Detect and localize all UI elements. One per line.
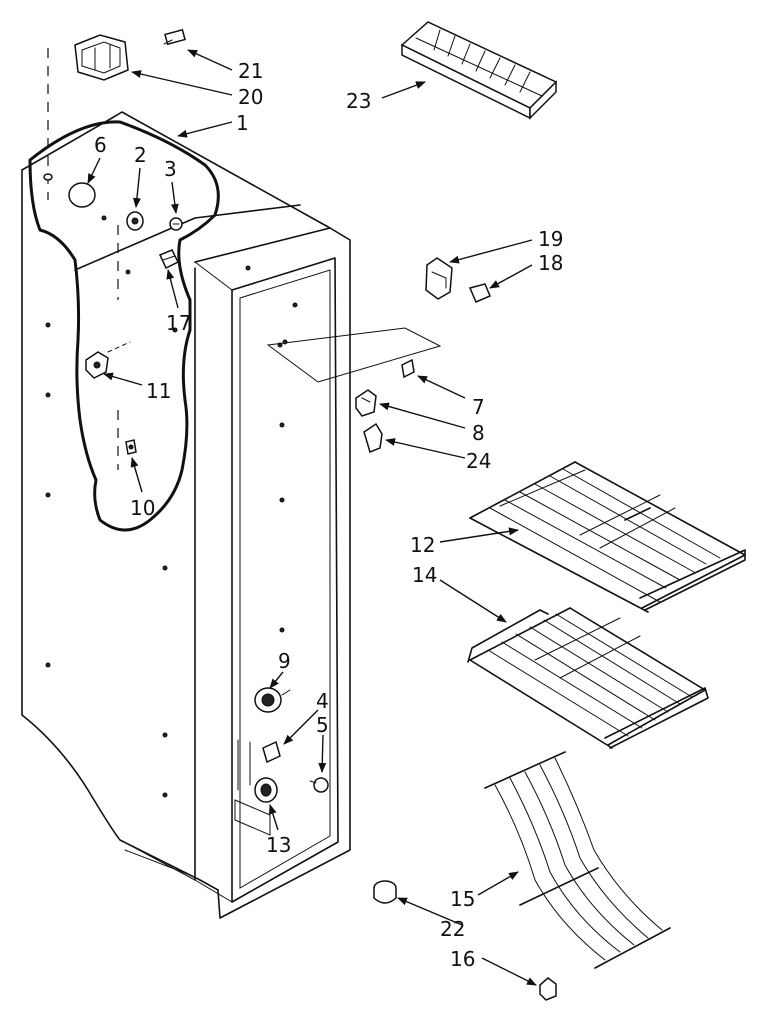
freezer-liner [21, 111, 351, 919]
part-10-hook [125, 439, 137, 455]
part-16-foot [539, 977, 557, 1001]
callout-6: 6 [94, 133, 107, 157]
leader-lines [87, 49, 537, 986]
part-4-switch [262, 740, 281, 764]
callout-11: 11 [146, 379, 171, 403]
callout-18: 18 [538, 251, 563, 275]
callout-16: 16 [450, 947, 475, 971]
callout-19: 19 [538, 227, 563, 251]
callout-23: 23 [346, 89, 371, 113]
part-24-support [363, 422, 383, 454]
part-3-screw [169, 217, 183, 231]
part-22-cap [373, 880, 397, 904]
part-9-socket [254, 687, 291, 713]
callout-9: 9 [278, 649, 291, 673]
part-11-retainer [85, 341, 131, 379]
callout-21: 21 [238, 59, 263, 83]
part-5-screw [309, 777, 329, 793]
part-6-plug [43, 173, 96, 208]
callout-labels: 21 20 1 6 2 3 17 11 10 9 4 5 13 23 19 18… [94, 59, 563, 971]
part-17-clip [158, 249, 180, 270]
shield-outline [266, 327, 442, 383]
callout-8: 8 [472, 421, 485, 445]
callout-13: 13 [266, 833, 291, 857]
callout-14: 14 [412, 563, 437, 587]
callout-20: 20 [238, 85, 263, 109]
part-7-clip [401, 358, 415, 379]
part-2-bumper [101, 211, 144, 231]
callout-12: 12 [410, 533, 435, 557]
callout-22: 22 [440, 917, 465, 941]
callout-10: 10 [130, 496, 155, 520]
part-21-screw [163, 28, 186, 46]
callout-4: 4 [316, 689, 329, 713]
part-8-clip [355, 389, 377, 417]
callout-17: 17 [166, 311, 191, 335]
callout-5: 5 [316, 713, 329, 737]
callout-3: 3 [164, 157, 177, 181]
part-15-rack [484, 751, 671, 969]
part-13-light [254, 777, 278, 803]
callout-1: 1 [236, 111, 249, 135]
part-12-shelf [469, 461, 746, 613]
part-18-screw [468, 283, 491, 303]
callout-7: 7 [472, 395, 485, 419]
callout-2: 2 [134, 143, 147, 167]
part-23-ice-tray [400, 21, 558, 120]
callout-24: 24 [466, 449, 491, 473]
part-19-bracket [425, 257, 453, 300]
callout-15: 15 [450, 887, 475, 911]
part-14-shelf [467, 607, 709, 749]
part-20-bracket [74, 34, 129, 81]
